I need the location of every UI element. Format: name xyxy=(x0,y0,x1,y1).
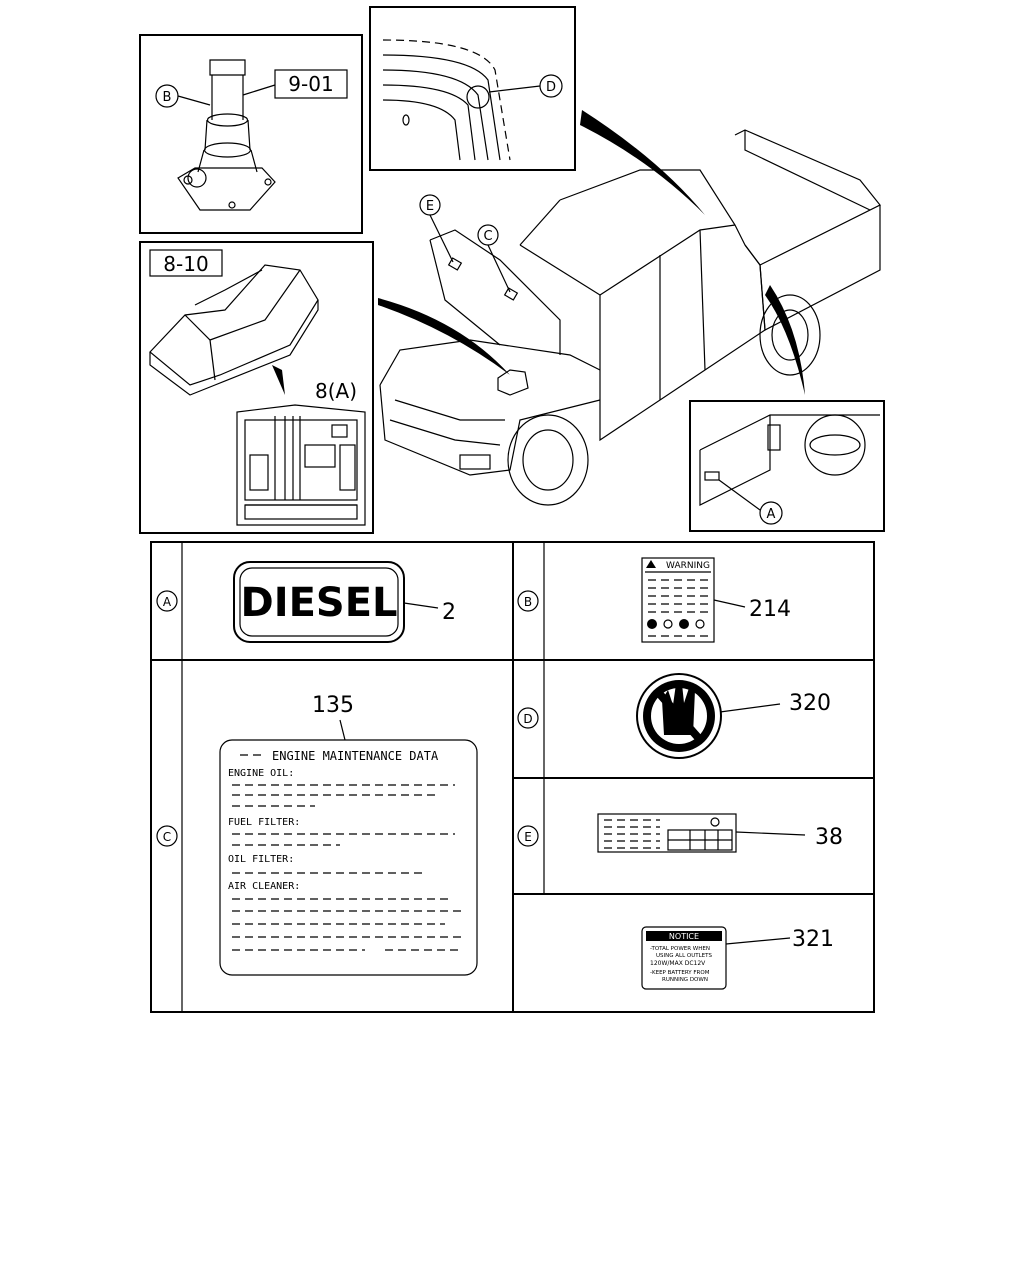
notice-line-5: RUNNING DOWN xyxy=(662,977,708,983)
part-num-321: 321 xyxy=(792,927,834,952)
notice-line-1: -TOTAL POWER WHEN xyxy=(650,946,710,952)
part-num-320: 320 xyxy=(789,691,831,716)
part-num-38: 38 xyxy=(815,825,843,850)
row-letter-e: E xyxy=(524,830,532,844)
row-letter-c: C xyxy=(163,830,171,844)
wheel-arch-detail-panel: D xyxy=(369,6,576,171)
fusebox-detail-panel: 8-10 8(A) xyxy=(139,241,374,534)
pickup-truck-illustration: E C xyxy=(378,110,881,506)
jack-ref-label: 9-01 xyxy=(288,72,333,96)
row-letter-a: A xyxy=(163,595,172,609)
notice-line-2: USING ALL OUTLETS xyxy=(656,953,713,959)
callout-e: E xyxy=(426,199,434,214)
fuel-door-detail-panel: A xyxy=(689,400,885,532)
fusebox-sub-ref-label: 8(A) xyxy=(315,379,357,403)
part-num-135: 135 xyxy=(312,693,354,718)
callout-d: D xyxy=(546,80,556,95)
warning-decal-header: WARNING xyxy=(666,561,710,571)
diesel-decal-text: DIESEL xyxy=(240,580,397,626)
part-num-2: 2 xyxy=(442,600,456,625)
callout-b-jack: B xyxy=(163,90,172,105)
row-letter-b: B xyxy=(524,595,532,609)
part-num-214: 214 xyxy=(749,597,791,622)
engine-field-oil: ENGINE OIL: xyxy=(228,768,294,779)
row-letter-d: D xyxy=(523,712,532,726)
callout-a-fuel: A xyxy=(767,507,776,522)
labels-table: A B C D E DIESEL 2 WARNING 214 135 xyxy=(150,541,875,1013)
notice-decal-header: NOTICE xyxy=(669,932,699,941)
engine-field-fuel-filter: FUEL FILTER: xyxy=(228,817,300,828)
notice-line-4: -KEEP BATTERY FROM xyxy=(650,970,710,976)
callout-c-truck: C xyxy=(483,229,492,244)
engine-field-oil-filter: OIL FILTER: xyxy=(228,854,294,865)
engine-field-air-cleaner: AIR CLEANER: xyxy=(228,881,300,892)
engine-decal-title: ENGINE MAINTENANCE DATA xyxy=(272,749,439,763)
jack-detail-panel: B 9-01 xyxy=(139,34,363,234)
notice-line-3: 120W/MAX DC12V xyxy=(650,960,706,967)
fusebox-ref-label: 8-10 xyxy=(163,252,208,276)
